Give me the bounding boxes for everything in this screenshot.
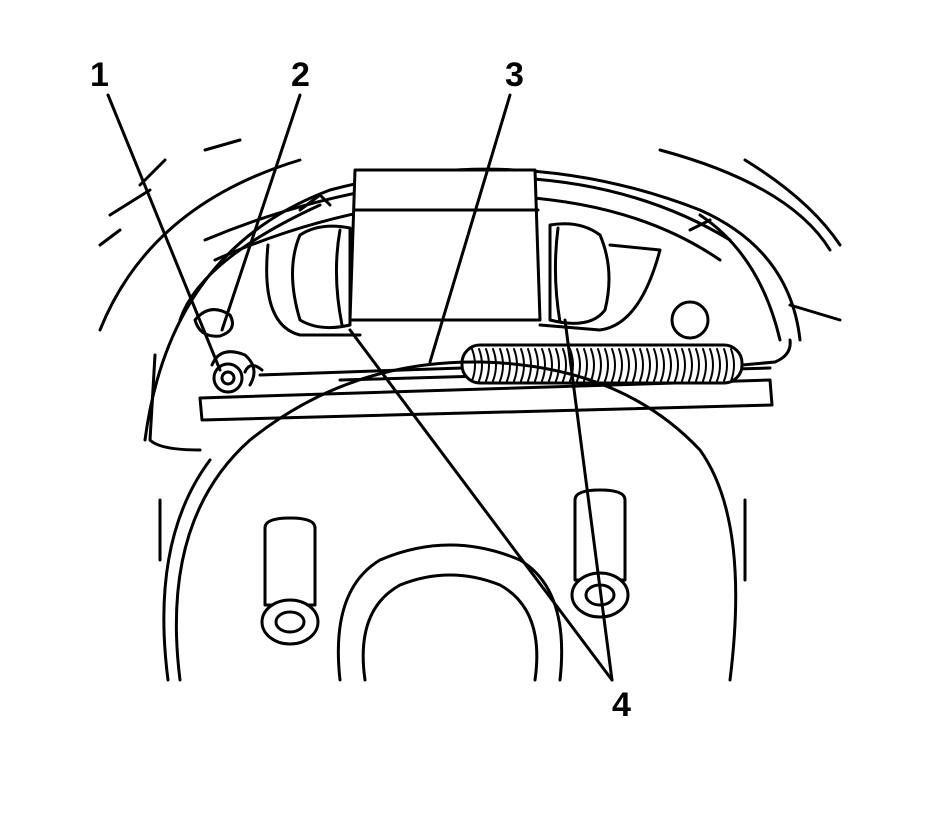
anchor-pins bbox=[193, 300, 710, 340]
spring-coil-turn bbox=[730, 348, 735, 382]
callout-1: 1 bbox=[90, 56, 109, 94]
spring-coil-turn bbox=[639, 348, 644, 382]
spring-coil-turn bbox=[562, 348, 567, 382]
spring-coil-turn bbox=[695, 348, 700, 382]
leader-line-4a bbox=[348, 328, 614, 682]
spring-coil-turn bbox=[576, 348, 581, 382]
spring-coil-turn bbox=[569, 348, 574, 382]
spring-coil-turn bbox=[667, 348, 672, 382]
leader-line-1 bbox=[106, 93, 222, 372]
spring-coil-turn bbox=[541, 348, 546, 382]
spring-coil-turn bbox=[625, 348, 630, 382]
callout-4: 4 bbox=[612, 686, 631, 724]
spring-coil-turn bbox=[548, 348, 553, 382]
spring-coil-turn bbox=[492, 348, 497, 382]
spring-coil-turn bbox=[702, 348, 707, 382]
spring-coil-turn bbox=[709, 348, 714, 382]
spring-coil-turn bbox=[534, 348, 539, 382]
leader-line-4b bbox=[563, 318, 614, 682]
spring-coil-turn bbox=[723, 348, 728, 382]
leader-lines bbox=[106, 93, 614, 682]
spring-coil-turn bbox=[688, 348, 693, 382]
spring-coil-turn bbox=[618, 348, 623, 382]
spring-coil-turn bbox=[471, 348, 476, 382]
leader-line-3 bbox=[428, 93, 512, 364]
spring-coil-turn bbox=[653, 348, 658, 382]
callout-2: 2 bbox=[291, 56, 310, 94]
spring-coil-turn bbox=[681, 348, 686, 382]
spring-coil-turn bbox=[660, 348, 665, 382]
callout-3: 3 bbox=[505, 56, 524, 94]
spring-coil-turn bbox=[555, 348, 560, 382]
spring-coil-turn bbox=[716, 348, 721, 382]
spring-coil-turn bbox=[646, 348, 651, 382]
backing-plate-outer-arcs bbox=[98, 138, 842, 332]
spring-coil-turn bbox=[478, 348, 483, 382]
return-spring bbox=[243, 338, 792, 385]
spring-coil-turn bbox=[499, 348, 504, 382]
spring-coil-turn bbox=[597, 348, 602, 382]
wheel-cylinder-boot-right bbox=[548, 222, 611, 325]
spring-coil-turn bbox=[590, 348, 595, 382]
wheel-cylinder-boot-left bbox=[291, 224, 352, 330]
spring-coil-turn bbox=[611, 348, 616, 382]
spring-coil-turn bbox=[632, 348, 637, 382]
wheel-stud-left bbox=[260, 516, 320, 646]
leader-line-2 bbox=[220, 93, 302, 332]
spring-coil-turn bbox=[485, 348, 490, 382]
spring-coil-turn bbox=[674, 348, 679, 382]
wheel-cylinder bbox=[265, 168, 662, 337]
spring-coil-turn bbox=[604, 348, 609, 382]
spring-clip bbox=[210, 350, 256, 394]
